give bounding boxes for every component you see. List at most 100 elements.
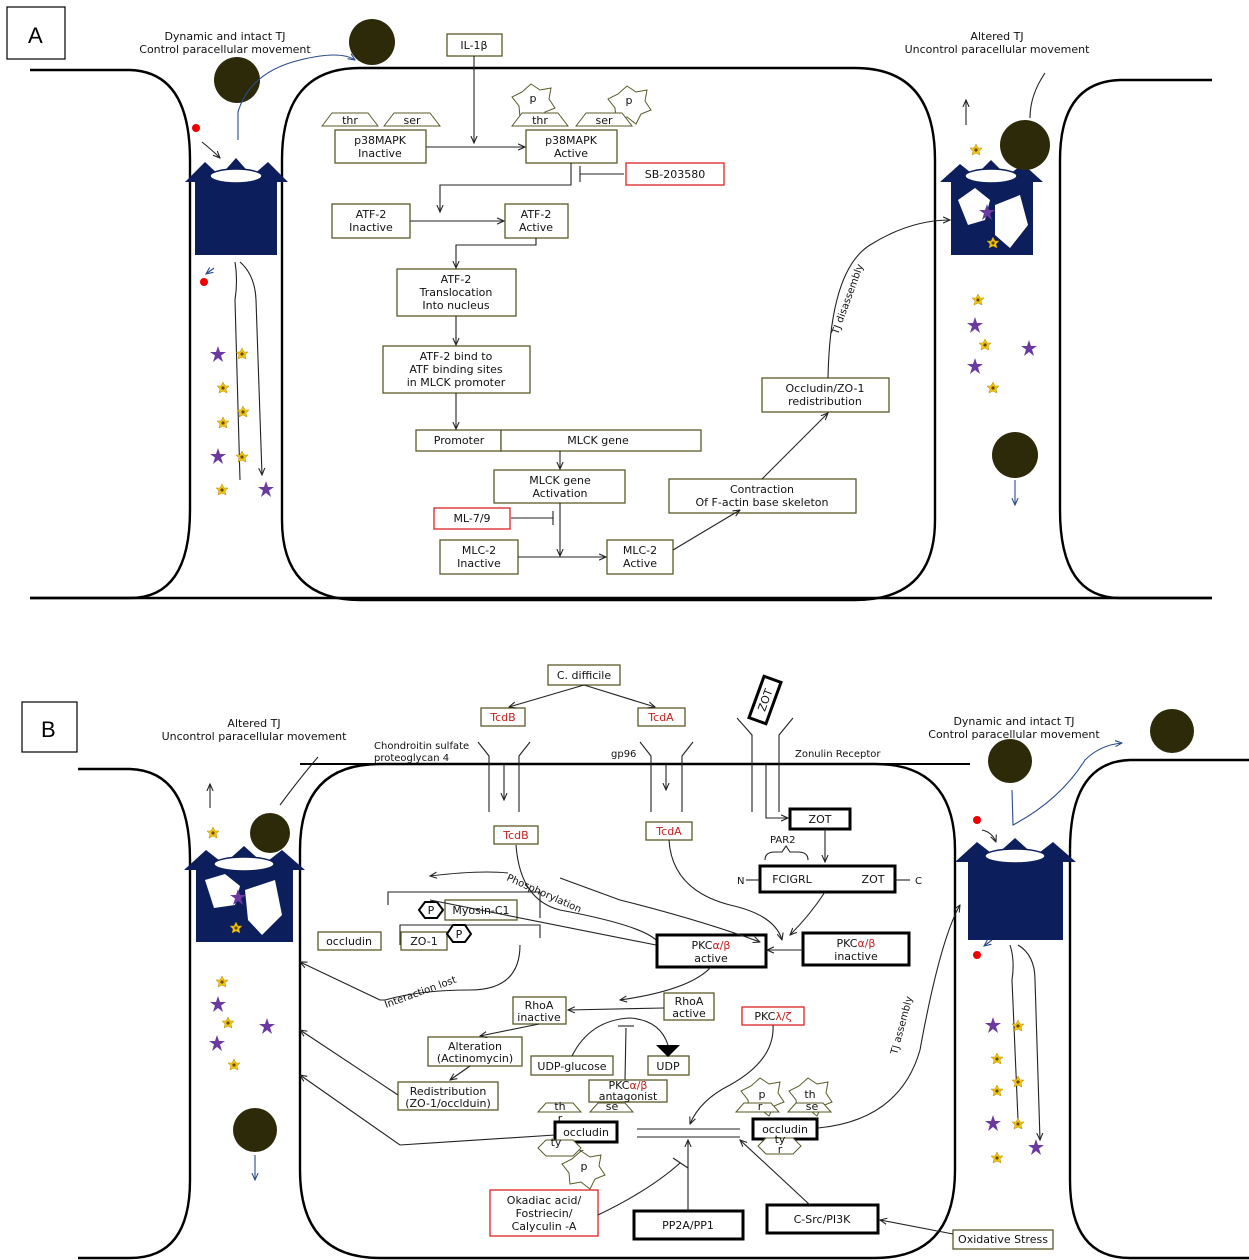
node-pp2a-pp1: PP2A/PP1 (634, 1211, 743, 1239)
tight-junction-intact-b (955, 838, 1076, 940)
tight-junction-altered-b (184, 846, 305, 942)
cell-left-b (78, 769, 190, 1258)
svg-text:ser: ser (595, 114, 612, 127)
node-sb203580: SB-203580 (626, 163, 724, 185)
svg-text:Inactive: Inactive (358, 147, 402, 160)
svg-text:IL-1β: IL-1β (460, 39, 487, 52)
svg-text:active: active (694, 952, 728, 965)
svg-text:ATF-2: ATF-2 (441, 273, 472, 286)
label-par2: PAR2 (770, 835, 796, 846)
panel-b-label: B (41, 717, 56, 742)
node-p38-inactive: p38MAPK Inactive (335, 130, 426, 163)
label-chondroitin: Chondroitin sulfate (374, 741, 469, 752)
svg-text:MLCK gene: MLCK gene (529, 474, 591, 487)
node-tcdb: TcdB (494, 826, 538, 844)
cell-center-b (300, 764, 955, 1258)
svg-text:active: active (672, 1007, 706, 1020)
svg-text:TcdB: TcdB (489, 711, 515, 724)
node-pkc-inactive: PKCα/β inactive (803, 933, 909, 965)
svg-text:se: se (806, 1100, 819, 1113)
svg-text:occludin: occludin (563, 1126, 609, 1139)
svg-text:PKCα/β: PKCα/β (692, 939, 731, 952)
node-occludin-left: occludin (555, 1122, 617, 1142)
svg-text:p: p (626, 94, 633, 107)
svg-text:ML-7/9: ML-7/9 (453, 512, 490, 525)
svg-text:Calyculin -A: Calyculin -A (512, 1220, 577, 1233)
svg-text:p: p (581, 1160, 588, 1173)
label-gp96: gp96 (611, 749, 636, 760)
particle-ball (233, 1108, 277, 1152)
svg-text:Active: Active (519, 221, 553, 234)
node-atf2-translocation: ATF-2 Translocation Into nucleus (397, 269, 516, 316)
svg-text:Uncontrol paracellular movemen: Uncontrol paracellular movement (905, 43, 1091, 56)
label-tj-disassembly: TJ disassembly (830, 263, 866, 337)
tight-junction-intact-a (185, 158, 288, 255)
node-tcda: TcdA (646, 822, 692, 840)
node-pkc-lambda-zeta: PKCλ/ζ (742, 1007, 804, 1025)
svg-text:TcdA: TcdA (647, 711, 674, 724)
caption-left-b: Altered TJ Uncontrol paracellular moveme… (162, 717, 348, 743)
panel-b: B Altered TJ Uncontrol paracellular move… (22, 665, 1249, 1258)
svg-text:in MLCK promoter: in MLCK promoter (407, 376, 506, 389)
node-promoter: Promoter (416, 430, 501, 451)
svg-text:PKCα/β: PKCα/β (837, 937, 876, 950)
node-oxidative-stress: Oxidative Stress (953, 1230, 1053, 1249)
svg-text:Dynamic and intact TJ: Dynamic and intact TJ (953, 715, 1074, 728)
svg-text:MLC-2: MLC-2 (462, 544, 496, 557)
svg-text:Into nucleus: Into nucleus (422, 299, 490, 312)
label-proteoglycan: proteoglycan 4 (374, 753, 449, 764)
node-okadaic-acid: Okadiac acid/ Fostriecin/ Calyculin -A (490, 1190, 598, 1236)
label-interaction-lost: Interaction lost (383, 975, 458, 1011)
node-zot: ZOT (790, 809, 850, 829)
node-udp: UDP (648, 1056, 689, 1075)
node-occludin-zo1-redistribution: Occludin/ZO-1 redistribution (762, 378, 889, 412)
node-atf2-active: ATF-2 Active (505, 204, 568, 238)
red-dot (973, 816, 981, 824)
svg-text:ATF-2: ATF-2 (521, 208, 552, 221)
svg-text:Control paracellular movement: Control paracellular movement (139, 43, 311, 56)
cell-left-a (30, 70, 190, 598)
red-dot (192, 124, 200, 132)
node-fcigrl-zot: FCIGRL ZOT (760, 866, 895, 892)
svg-text:FCIGRL: FCIGRL (772, 873, 812, 886)
caption-left-a: Dynamic and intact TJ Control paracellul… (139, 30, 311, 56)
svg-text:ZOT: ZOT (809, 813, 832, 826)
svg-text:(ZO-1/occlduin): (ZO-1/occlduin) (405, 1097, 491, 1110)
svg-text:Altered TJ: Altered TJ (970, 30, 1023, 43)
label-c-terminus: C (915, 876, 922, 887)
label-n-terminus: N (737, 876, 744, 887)
node-mlc2-inactive: MLC-2 Inactive (440, 540, 518, 574)
svg-text:Fostriecin/: Fostriecin/ (516, 1207, 573, 1220)
node-atf2-inactive: ATF-2 Inactive (332, 204, 410, 238)
node-alteration: Alteration (Actinomycin) (428, 1037, 522, 1066)
cell-right-b (1070, 760, 1249, 1258)
node-occludin-block: occludin (318, 932, 381, 950)
svg-text:ATF-2 bind to: ATF-2 bind to (420, 350, 493, 363)
svg-text:inactive: inactive (517, 1011, 561, 1024)
node-mlc2-active: MLC-2 Active (607, 540, 673, 574)
caption-right-a: Altered TJ Uncontrol paracellular moveme… (905, 30, 1091, 56)
svg-text:Altered TJ: Altered TJ (227, 717, 280, 730)
svg-text:(Actinomycin): (Actinomycin) (437, 1052, 513, 1065)
node-atf2-bind: ATF-2 bind to ATF binding sites in MLCK … (383, 346, 530, 393)
svg-text:inactive: inactive (834, 950, 878, 963)
svg-text:r: r (758, 1100, 763, 1113)
label-tj-assembly: TJ assembly (889, 995, 915, 1057)
svg-text:ty: ty (551, 1136, 562, 1149)
node-ser-left: ser (384, 113, 440, 127)
svg-text:r: r (778, 1143, 783, 1156)
node-thr-right: thr (512, 113, 568, 127)
svg-text:p38MAPK: p38MAPK (354, 134, 407, 147)
particle-ball (992, 432, 1038, 478)
svg-text:C-Src/PI3K: C-Src/PI3K (794, 1213, 852, 1226)
svg-text:Occludin/ZO-1: Occludin/ZO-1 (786, 382, 865, 395)
node-rhoa-active: RhoA active (664, 993, 714, 1020)
occludin-left-group: th r se occludin ty r p (538, 1100, 633, 1189)
particle-ball (1000, 120, 1050, 170)
particle-ball (988, 739, 1032, 783)
svg-text:Inactive: Inactive (457, 557, 501, 570)
red-dot (973, 951, 981, 959)
node-c-difficile: C. difficile (548, 665, 620, 685)
svg-text:se: se (606, 1100, 619, 1113)
